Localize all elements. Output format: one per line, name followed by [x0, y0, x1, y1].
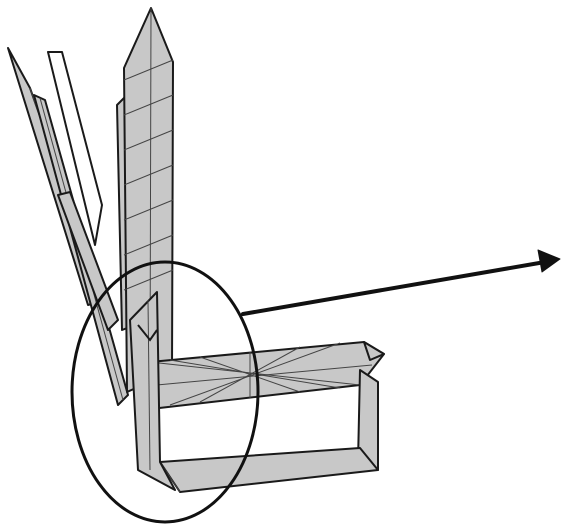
highlight-ellipse	[70, 260, 260, 524]
main-column	[123, 7, 174, 393]
left-vertical-crease	[147, 299, 151, 471]
horizontal-arm	[141, 341, 385, 411]
horizontal-arm-creases	[145, 342, 373, 406]
arrow-shaft	[241, 260, 547, 316]
arm-right-tip	[363, 341, 385, 361]
bottom-bar	[159, 447, 379, 493]
open-blade	[47, 51, 103, 246]
main-column-hatching	[123, 59, 174, 291]
arrow-head	[537, 249, 561, 273]
left-vertical-fold	[137, 324, 158, 342]
left-vertical	[129, 291, 176, 491]
